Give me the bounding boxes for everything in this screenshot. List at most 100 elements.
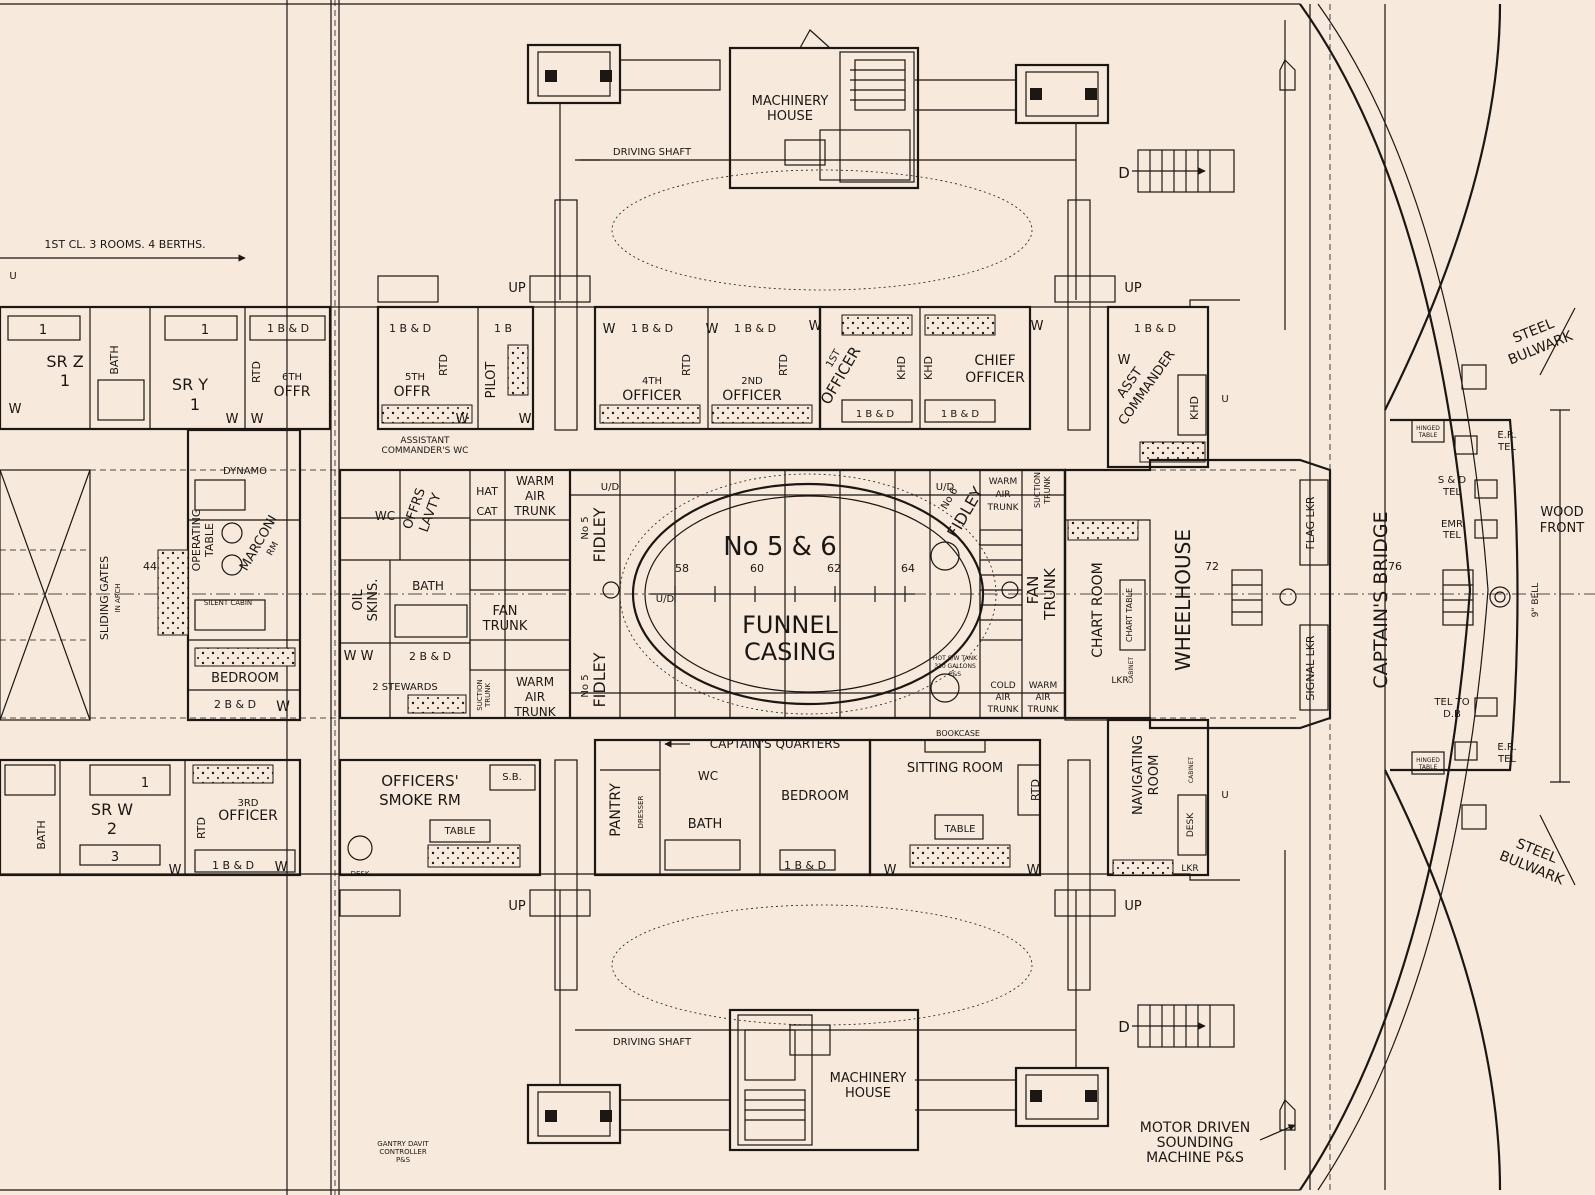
cold-air-trunk-3: TRUNK bbox=[987, 705, 1020, 715]
silent-cabin: SILENT CABIN bbox=[204, 599, 252, 607]
up-right-top: UP bbox=[1124, 281, 1142, 296]
suction-trunk-right: SUCTION bbox=[1033, 472, 1042, 508]
sounding-machine-2: SOUNDING bbox=[1157, 1135, 1234, 1151]
w-13: W bbox=[276, 699, 290, 715]
hull-outline bbox=[0, 0, 1502, 1195]
fan-trunk-right-2: TRUNK bbox=[1041, 567, 1059, 621]
warm-air-trunk-bottom-2: AIR bbox=[525, 690, 545, 704]
fourth-officer-1: 4TH bbox=[642, 376, 662, 387]
sounding-machine-3: MACHINE P&S bbox=[1146, 1150, 1244, 1166]
sb-label: S.B. bbox=[502, 772, 522, 783]
suction-trunk-left-2: TRUNK bbox=[484, 683, 492, 708]
captain-wc: WC bbox=[698, 769, 718, 783]
gantry-davit-3: P&S bbox=[396, 1156, 411, 1164]
b-and-d-1: 1 B & D bbox=[267, 322, 309, 335]
khd-1: KHD bbox=[895, 356, 908, 380]
b-and-d-5: 1 B & D bbox=[856, 409, 895, 420]
sixth-officer-2: OFFR bbox=[274, 384, 311, 400]
gantry-davit-1: GANTRY DAVIT bbox=[377, 1140, 429, 1148]
second-officer-1: 2ND bbox=[741, 376, 763, 387]
smoke-room-desk: DESK bbox=[351, 870, 370, 878]
b-and-d-4: 1 B & D bbox=[734, 322, 776, 335]
fidley-bottom: FIDLEY bbox=[590, 652, 609, 707]
w-4: W bbox=[456, 412, 469, 427]
up-right-bottom: UP bbox=[1124, 899, 1142, 914]
boat-davits-top bbox=[526, 29, 1296, 300]
sliding-gates-1: SLIDING GATES bbox=[98, 556, 111, 640]
flag-lkr-label: FLAG LKR bbox=[1304, 496, 1317, 549]
operating-table-2: TABLE bbox=[203, 523, 216, 558]
cold-air-trunk-2: AIR bbox=[995, 693, 1010, 703]
w-8: W bbox=[809, 319, 822, 334]
ud-centre: U/D bbox=[656, 594, 675, 605]
fifth-officer-1: 5TH bbox=[405, 372, 425, 383]
w-10: W bbox=[1118, 353, 1131, 368]
captain-bedroom: BEDROOM bbox=[781, 789, 849, 804]
cabin-1-c: 1 bbox=[141, 776, 149, 791]
pilot-label: PILOT bbox=[484, 362, 499, 399]
signal-lkr-label: SIGNAL LKR bbox=[1304, 635, 1317, 700]
emr-tel-2: TEL bbox=[1442, 530, 1461, 541]
fidley-top: FIDLEY bbox=[590, 507, 609, 562]
two-b-and-d-2: 2 B & D bbox=[214, 698, 256, 711]
warm-air-trunk-lower-right-2: AIR bbox=[1035, 693, 1050, 703]
chart-table-label: CHART TABLE bbox=[1125, 588, 1134, 642]
first-class-note: 1ST CL. 3 ROOMS. 4 BERTHS. bbox=[44, 238, 205, 251]
funnel-casing-1: FUNNEL bbox=[742, 611, 838, 639]
warm-air-trunk-bottom-1: WARM bbox=[516, 675, 554, 689]
er-tel-top-1: E.R. bbox=[1497, 430, 1516, 441]
operating-table-1: OPERATING bbox=[190, 509, 203, 572]
machinery-house-bottom bbox=[728, 1008, 920, 1152]
dresser-label: DRESSER bbox=[637, 795, 645, 828]
upper-cabins bbox=[0, 305, 1210, 469]
fan-trunk-left-1: FAN bbox=[493, 604, 518, 619]
hot-sw-tank-1: HOT S/W TANK bbox=[933, 655, 978, 662]
w-3: W bbox=[251, 412, 264, 427]
er-tel-bottom-1: E.R. bbox=[1497, 742, 1516, 753]
wood-front-2: FRONT bbox=[1540, 521, 1584, 536]
warm-air-trunk-right-2: AIR bbox=[995, 490, 1010, 500]
warm-air-trunk-right-1: WARM bbox=[989, 477, 1018, 487]
sr-y-2: 1 bbox=[190, 395, 200, 414]
u-left: U bbox=[9, 271, 16, 282]
ud-left: U/D bbox=[601, 482, 620, 493]
b-label: 1 B bbox=[494, 322, 512, 335]
lower-cabins bbox=[0, 718, 1210, 877]
lkr-2: LKR bbox=[1181, 864, 1198, 874]
chart-cabinet-label: CABINET bbox=[1128, 657, 1135, 683]
sitting-room-table: TABLE bbox=[944, 824, 976, 835]
lkr-1: LKR bbox=[1111, 676, 1128, 686]
captain-bath: BATH bbox=[688, 817, 723, 832]
up-left-bottom: UP bbox=[508, 899, 526, 914]
frame-58: 58 bbox=[675, 562, 689, 575]
funnel-casing-2: CASING bbox=[744, 638, 836, 666]
b-and-d-3: 1 B & D bbox=[631, 322, 673, 335]
sr-y-1: SR Y bbox=[172, 375, 208, 394]
fidley-bottom-no: No 5 bbox=[580, 674, 591, 697]
b-and-d-9: 1 B & D bbox=[784, 859, 826, 872]
frame-72: 72 bbox=[1205, 560, 1219, 573]
chief-officer-2: OFFICER bbox=[965, 370, 1025, 386]
hinged-table-bottom-1: HINGED bbox=[1416, 757, 1440, 764]
w-14: W bbox=[169, 863, 182, 878]
navigating-room-2: ROOM bbox=[1147, 755, 1162, 796]
marconi-room-2: RM bbox=[265, 540, 281, 557]
two-stewards: 2 STEWARDS bbox=[372, 682, 438, 693]
warm-air-trunk-top-3: TRUNK bbox=[513, 504, 556, 518]
oil-skins-2: SKINS. bbox=[366, 579, 381, 622]
pantry-label: PANTRY bbox=[608, 783, 624, 837]
rtd-6: RTD bbox=[1029, 779, 1042, 801]
machinery-house-bottom-label-1: MACHINERY bbox=[830, 1071, 907, 1086]
machinery-house-top bbox=[728, 46, 920, 190]
assistant-commanders-wc-1: ASSISTANT bbox=[400, 436, 450, 446]
fan-trunk-left-2: TRUNK bbox=[482, 619, 528, 634]
central-block bbox=[338, 468, 1067, 720]
two-b-and-d-1: 2 B & D bbox=[409, 650, 451, 663]
rtd-2: RTD bbox=[437, 354, 450, 376]
machinery-house-bottom-label-2: HOUSE bbox=[845, 1086, 891, 1101]
fan-trunk-right-1: FAN bbox=[1024, 576, 1042, 605]
khd-2: KHD bbox=[922, 356, 935, 380]
b-and-d-7: 1 B & D bbox=[1134, 322, 1176, 335]
w-5: W bbox=[519, 412, 532, 427]
bridge-block bbox=[1063, 307, 1576, 886]
